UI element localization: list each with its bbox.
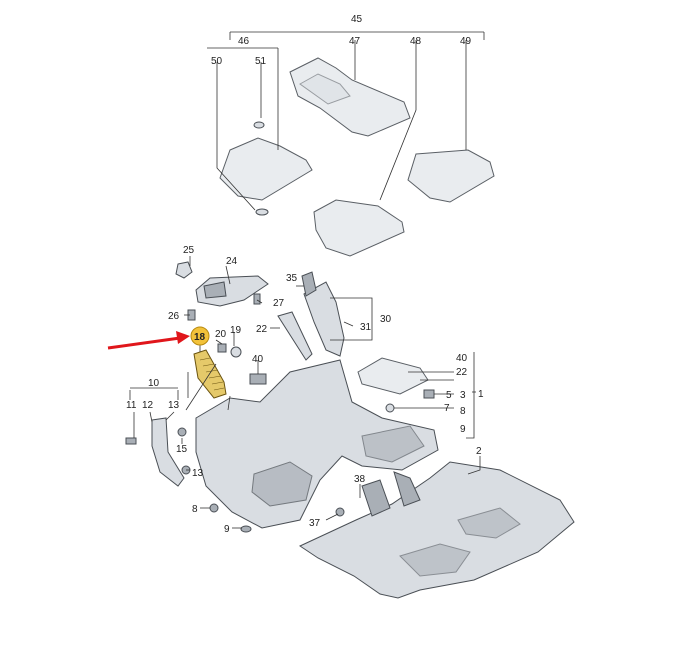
callout-7: 7	[444, 403, 450, 414]
callout-labels: 45 46 47 48 49 50 51 25 24 35 27 26 30 3…	[126, 14, 484, 535]
callout-11: 11	[126, 400, 137, 411]
callout-12: 12	[142, 400, 154, 411]
hatch-lines	[199, 357, 225, 391]
cap-9a	[240, 525, 252, 533]
callout-18-badge	[190, 326, 210, 346]
callout-26: 26	[168, 311, 180, 322]
callout-10: 10	[148, 378, 160, 389]
part-7	[385, 403, 395, 413]
callout-8a: 8	[460, 406, 466, 417]
floor-mat-front-right	[219, 137, 313, 201]
callout-49: 49	[460, 36, 472, 47]
clip-parts	[187, 293, 261, 358]
part-38	[361, 479, 391, 517]
callout-3: 3	[460, 390, 466, 401]
callout-13b: 13	[192, 468, 204, 479]
callout-46: 46	[238, 36, 250, 47]
nut-8a	[209, 503, 219, 513]
floor-mat-set	[219, 57, 495, 257]
floor-insulation-rear-2	[298, 461, 575, 599]
cover-plate-40	[357, 357, 429, 395]
callout-1: 1	[478, 389, 484, 400]
clip-15	[177, 427, 187, 437]
part-5	[423, 389, 435, 399]
mat-clip-top	[253, 121, 265, 129]
callout-37: 37	[309, 518, 321, 529]
callout-45: 45	[351, 14, 363, 25]
callout-35: 35	[286, 273, 298, 284]
pillar-trim-30	[303, 281, 345, 357]
floor-mat-front-left	[289, 57, 411, 137]
floor-insulation-main	[195, 359, 439, 529]
part-35	[301, 271, 317, 297]
callout-13a: 13	[168, 400, 180, 411]
callout-22a: 22	[256, 324, 268, 335]
callout-50: 50	[211, 56, 223, 67]
mat-clip-bottom	[255, 208, 269, 216]
callout-47: 47	[349, 36, 361, 47]
callout-40a: 40	[252, 354, 264, 365]
callout-31: 31	[360, 322, 372, 333]
callout-8b: 8	[192, 504, 198, 515]
callout-51: 51	[255, 56, 267, 67]
callout-48: 48	[410, 36, 422, 47]
side-bracket-10	[151, 417, 185, 487]
callout-9a: 9	[460, 424, 466, 435]
callout-5: 5	[446, 390, 452, 401]
callout-2: 2	[476, 446, 482, 457]
highlighted-trim-panel-18	[193, 349, 227, 399]
part-40	[249, 373, 267, 385]
callout-9b: 9	[224, 524, 230, 535]
bolt-11	[125, 437, 137, 445]
callout-30: 30	[380, 314, 392, 325]
callout-27: 27	[273, 298, 285, 309]
bracket-assembly-24	[175, 261, 269, 307]
callout-19: 19	[230, 325, 242, 336]
floor-mat-rear-right	[407, 149, 495, 203]
leaders-mid	[129, 256, 481, 529]
mat-leaders	[207, 31, 485, 211]
callout-22b: 22	[456, 367, 468, 378]
callout-24: 24	[226, 256, 238, 267]
trim-strip-22	[277, 311, 313, 361]
callout-15: 15	[176, 444, 188, 455]
callout-20: 20	[215, 329, 227, 340]
callout-38: 38	[354, 474, 366, 485]
callout-18: 18	[194, 332, 206, 343]
floor-mat-rear-left	[313, 199, 405, 257]
callout-40b: 40	[456, 353, 468, 364]
callout-25: 25	[183, 245, 195, 256]
pointer-arrow	[107, 331, 190, 350]
